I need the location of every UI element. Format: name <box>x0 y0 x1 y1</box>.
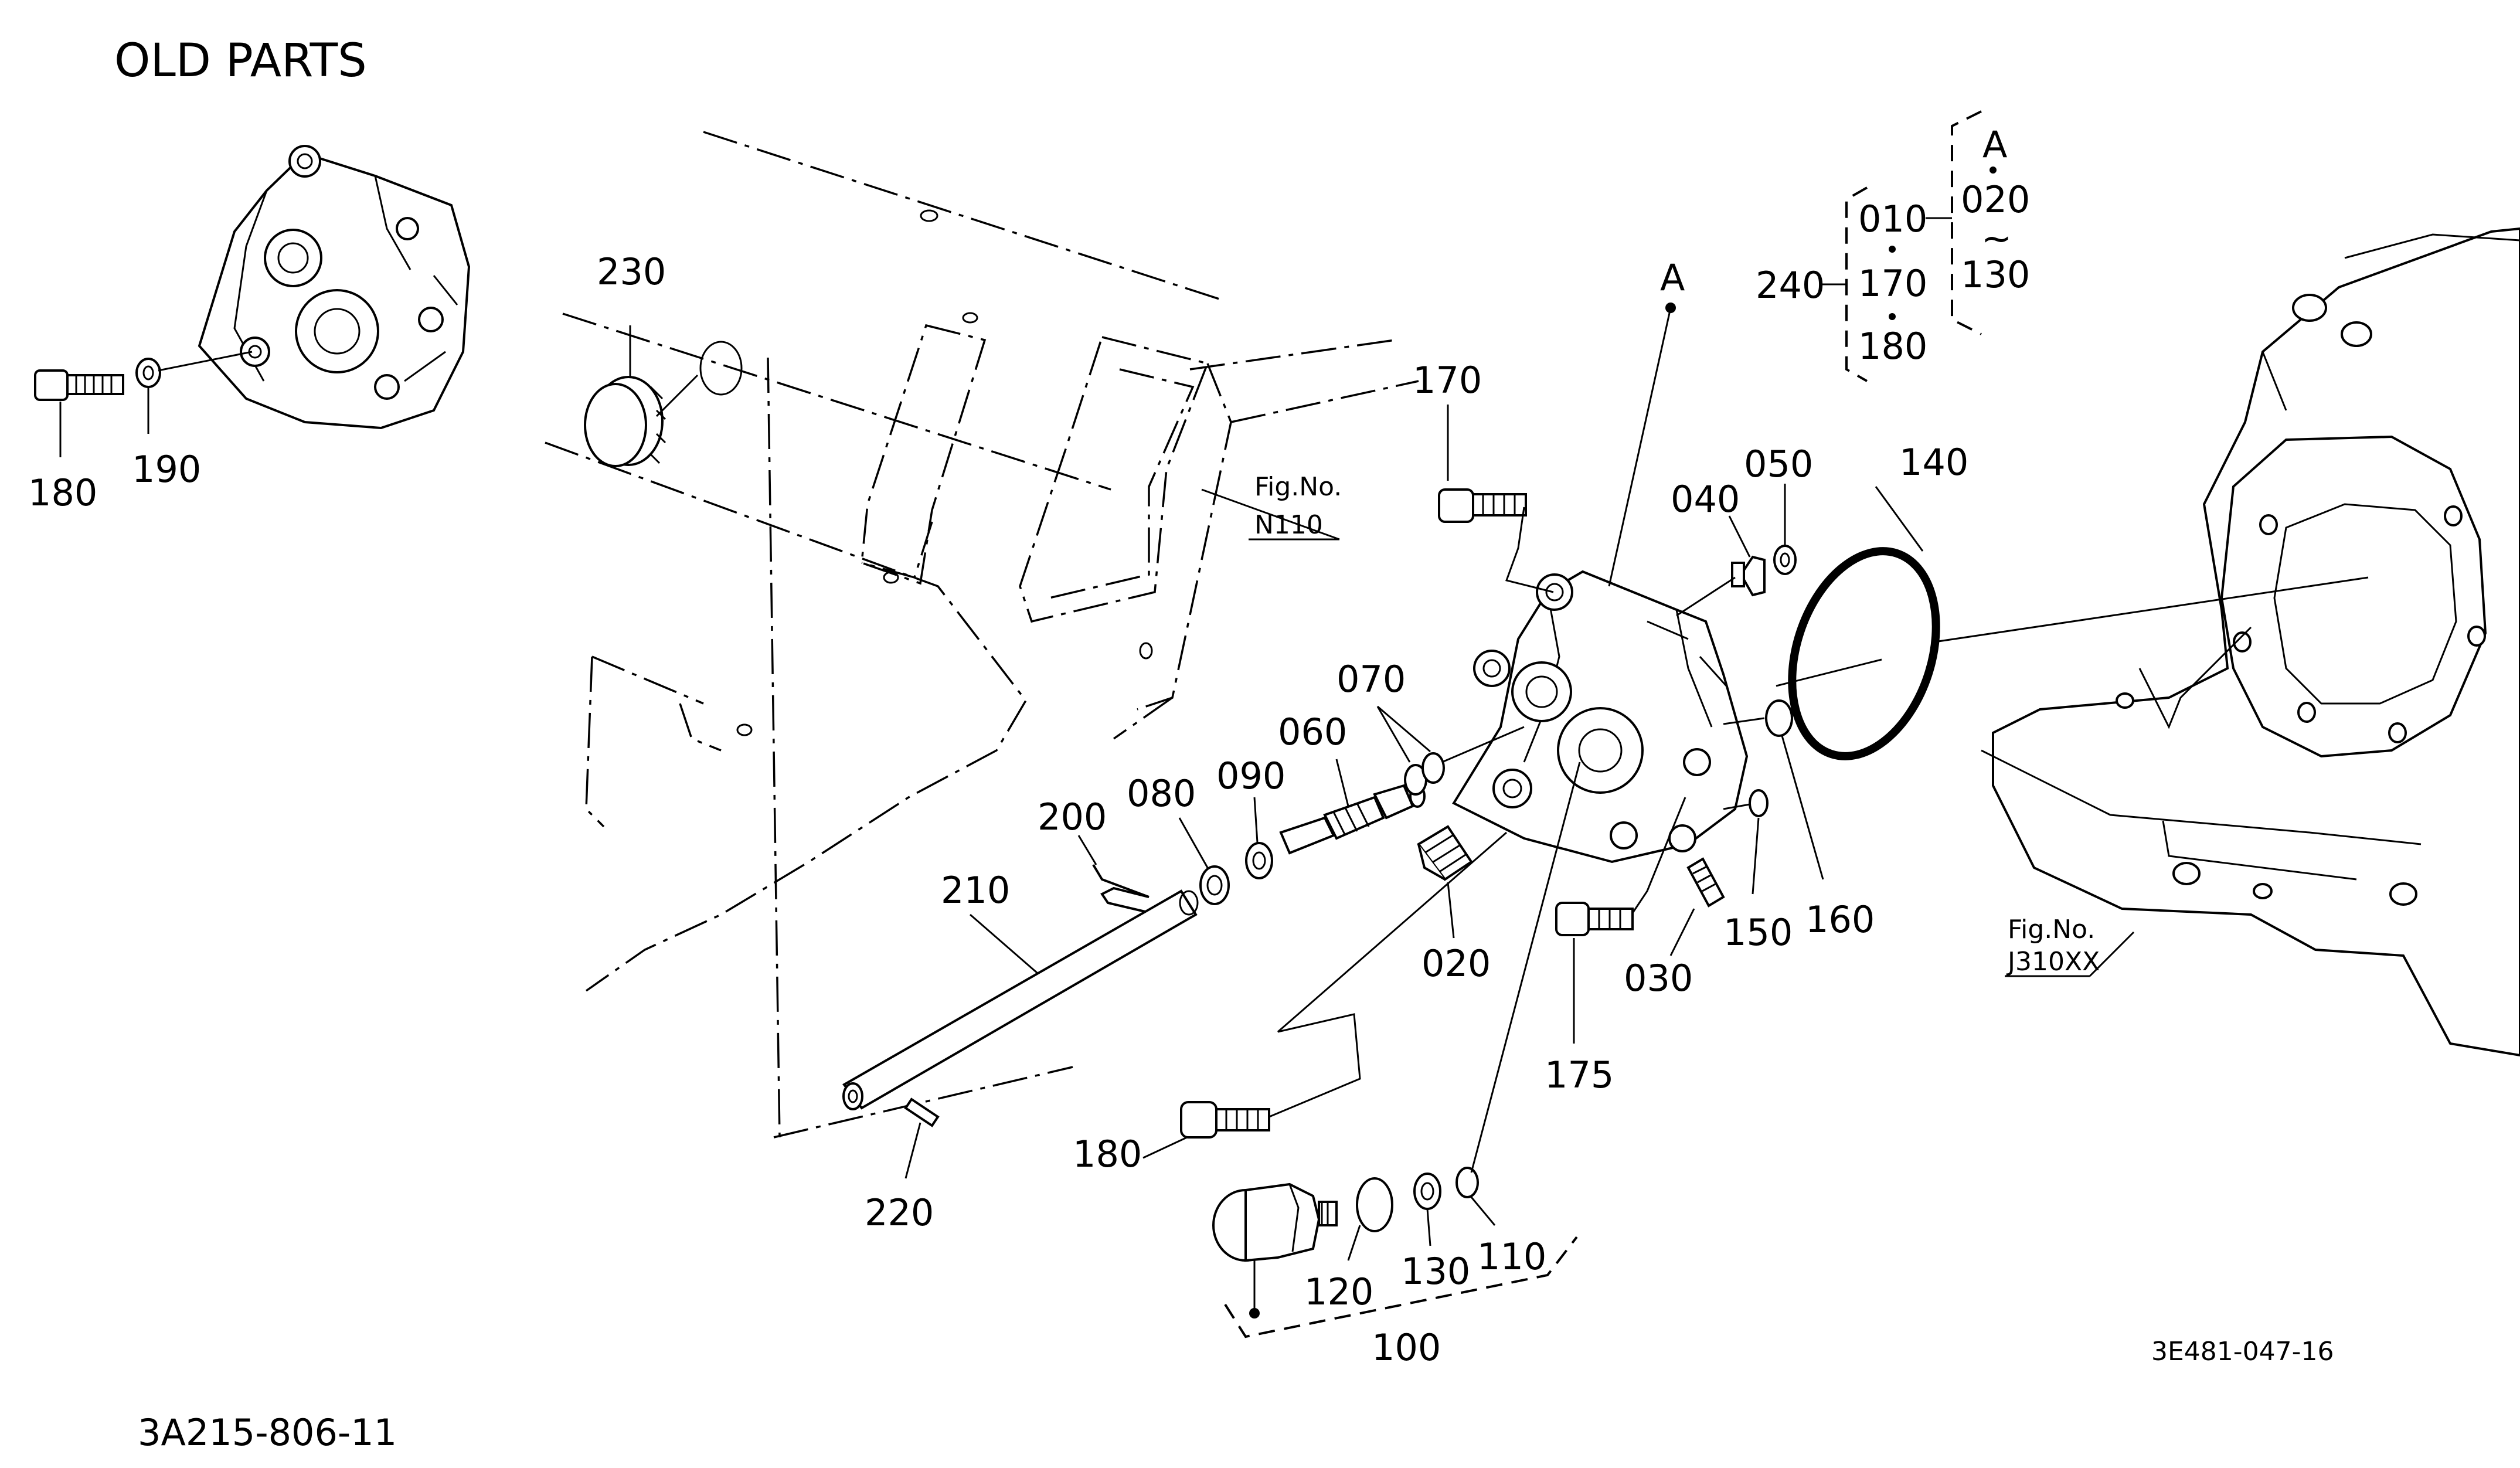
washer-130 <box>1413 1173 1441 1210</box>
washer-050 <box>1773 545 1797 575</box>
bolt-175 <box>1555 902 1634 936</box>
label-080: 080 <box>1127 772 1196 815</box>
label-140: 140 <box>1899 441 1968 484</box>
tree-a: A <box>1982 123 2007 166</box>
figure-code: 3E481-047-16 <box>2151 1337 2334 1367</box>
cap-230 <box>584 341 743 467</box>
old-parts-title: OLD PARTS <box>114 35 367 87</box>
pin-220 <box>904 1097 940 1127</box>
label-070: 070 <box>1336 658 1406 701</box>
old-bolt-180 <box>34 369 124 401</box>
figref-n110-line1: Fig.No. <box>1254 472 1342 502</box>
label-180: 180 <box>1073 1133 1142 1175</box>
washer-090 <box>1245 842 1273 879</box>
frame-outline <box>545 131 1419 1139</box>
tree-130: 130 <box>1961 253 2030 296</box>
label-150: 150 <box>1723 911 1793 954</box>
label-220: 220 <box>865 1191 934 1234</box>
old-washer-190 <box>135 358 161 388</box>
shaft-060 <box>1279 784 1426 855</box>
valve-plug-100 <box>1212 1182 1338 1262</box>
bolt-180 <box>1180 1101 1270 1139</box>
label-210: 210 <box>941 869 1010 912</box>
fitting-040 <box>1731 555 1766 597</box>
washer-080 <box>1199 865 1230 905</box>
frame-hole <box>883 571 899 584</box>
figref-n110-line2: N110 <box>1254 510 1323 540</box>
label-120: 120 <box>1304 1270 1373 1313</box>
frame-hole <box>1139 642 1153 660</box>
label-040: 040 <box>1671 478 1740 521</box>
old-parts-housing <box>198 145 471 430</box>
label-050: 050 <box>1744 443 1813 485</box>
figref-j310xx-line1: Fig.No. <box>2008 915 2095 944</box>
label-200: 200 <box>1038 796 1107 838</box>
oring-110 <box>1455 1167 1479 1198</box>
assembly-tree <box>1820 110 1982 382</box>
oring-160 <box>1765 699 1793 737</box>
frame-hole <box>736 723 753 736</box>
assembly-bracket-100 <box>1224 1236 1578 1338</box>
label-170: 170 <box>1413 359 1482 402</box>
gasket-ring-140 <box>1788 547 1940 760</box>
tree-020: 020 <box>1961 178 2030 221</box>
transmission-case <box>1981 227 2520 1057</box>
label-130: 130 <box>1401 1250 1470 1293</box>
rod-210 <box>842 889 1199 1110</box>
tree-170: 170 <box>1858 262 1927 305</box>
label-100: 100 <box>1372 1326 1441 1369</box>
bolt-170 <box>1438 488 1527 523</box>
frame-hole <box>962 312 978 324</box>
tree-range: ~ <box>1981 217 2012 260</box>
plug-020 <box>1417 825 1473 881</box>
label-old-180: 180 <box>28 471 97 514</box>
label-230: 230 <box>597 250 666 293</box>
oring-150 <box>1749 789 1769 817</box>
oring-070-b <box>1421 752 1445 784</box>
label-240: 240 <box>1756 264 1825 307</box>
drawing-number: 3A215-806-11 <box>138 1411 397 1454</box>
label-090: 090 <box>1216 755 1285 797</box>
label-175: 175 <box>1545 1054 1614 1096</box>
label-old-190: 190 <box>132 448 201 491</box>
plug-030 <box>1686 857 1725 908</box>
cover-assembly-a <box>1452 570 1749 864</box>
label-060: 060 <box>1278 711 1347 753</box>
label-020: 020 <box>1421 942 1491 985</box>
oring-120 <box>1356 1177 1393 1232</box>
label-a: A <box>1660 256 1685 299</box>
label-030: 030 <box>1624 957 1693 1000</box>
frame-hole <box>920 209 938 222</box>
spring-pin-200 <box>1092 864 1158 916</box>
tree-180: 180 <box>1858 325 1927 368</box>
label-110: 110 <box>1477 1235 1546 1278</box>
figref-j310xx-line2: J310XX <box>2006 947 2100 977</box>
label-160: 160 <box>1805 898 1875 941</box>
tree-010: 010 <box>1858 198 1927 240</box>
